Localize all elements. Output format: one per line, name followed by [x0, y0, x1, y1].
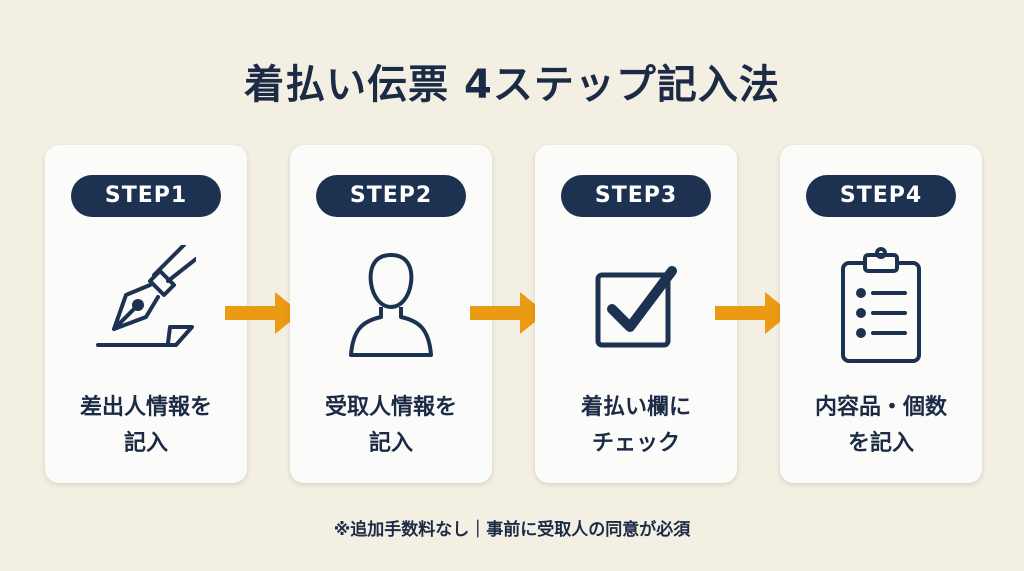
- step-label: 内容品・個数を記入: [814, 395, 947, 456]
- arrow-right-icon: [715, 292, 791, 334]
- footnote: ※追加手数料なし｜事前に受取人の同意が必須: [333, 520, 691, 540]
- step-card-1: STEP1 差出人情報を記入: [45, 145, 247, 483]
- step-card-4: STEP4 内容品・個数を記入: [780, 145, 982, 483]
- step-badge: STEP1: [71, 175, 221, 217]
- step-label: 差出人情報を記入: [79, 395, 212, 456]
- step-badge: STEP4: [806, 175, 956, 217]
- checkbox-icon: [595, 266, 677, 348]
- page-title: 着払い伝票 4ステップ記入法: [244, 62, 780, 108]
- step-label: 着払い欄にチェック: [580, 395, 691, 456]
- step-badge: STEP3: [561, 175, 711, 217]
- step-label: 受取人情報を記入: [324, 395, 457, 456]
- person-icon: [349, 253, 433, 357]
- arrow-right-icon: [470, 292, 546, 334]
- step-card-2: STEP2 受取人情報を記入: [290, 145, 492, 483]
- clipboard-icon: [841, 247, 921, 363]
- step-card-3: STEP3 着払い欄にチェック: [535, 145, 737, 483]
- pen-icon: [96, 245, 196, 347]
- arrow-right-icon: [225, 292, 301, 334]
- step-badge: STEP2: [316, 175, 466, 217]
